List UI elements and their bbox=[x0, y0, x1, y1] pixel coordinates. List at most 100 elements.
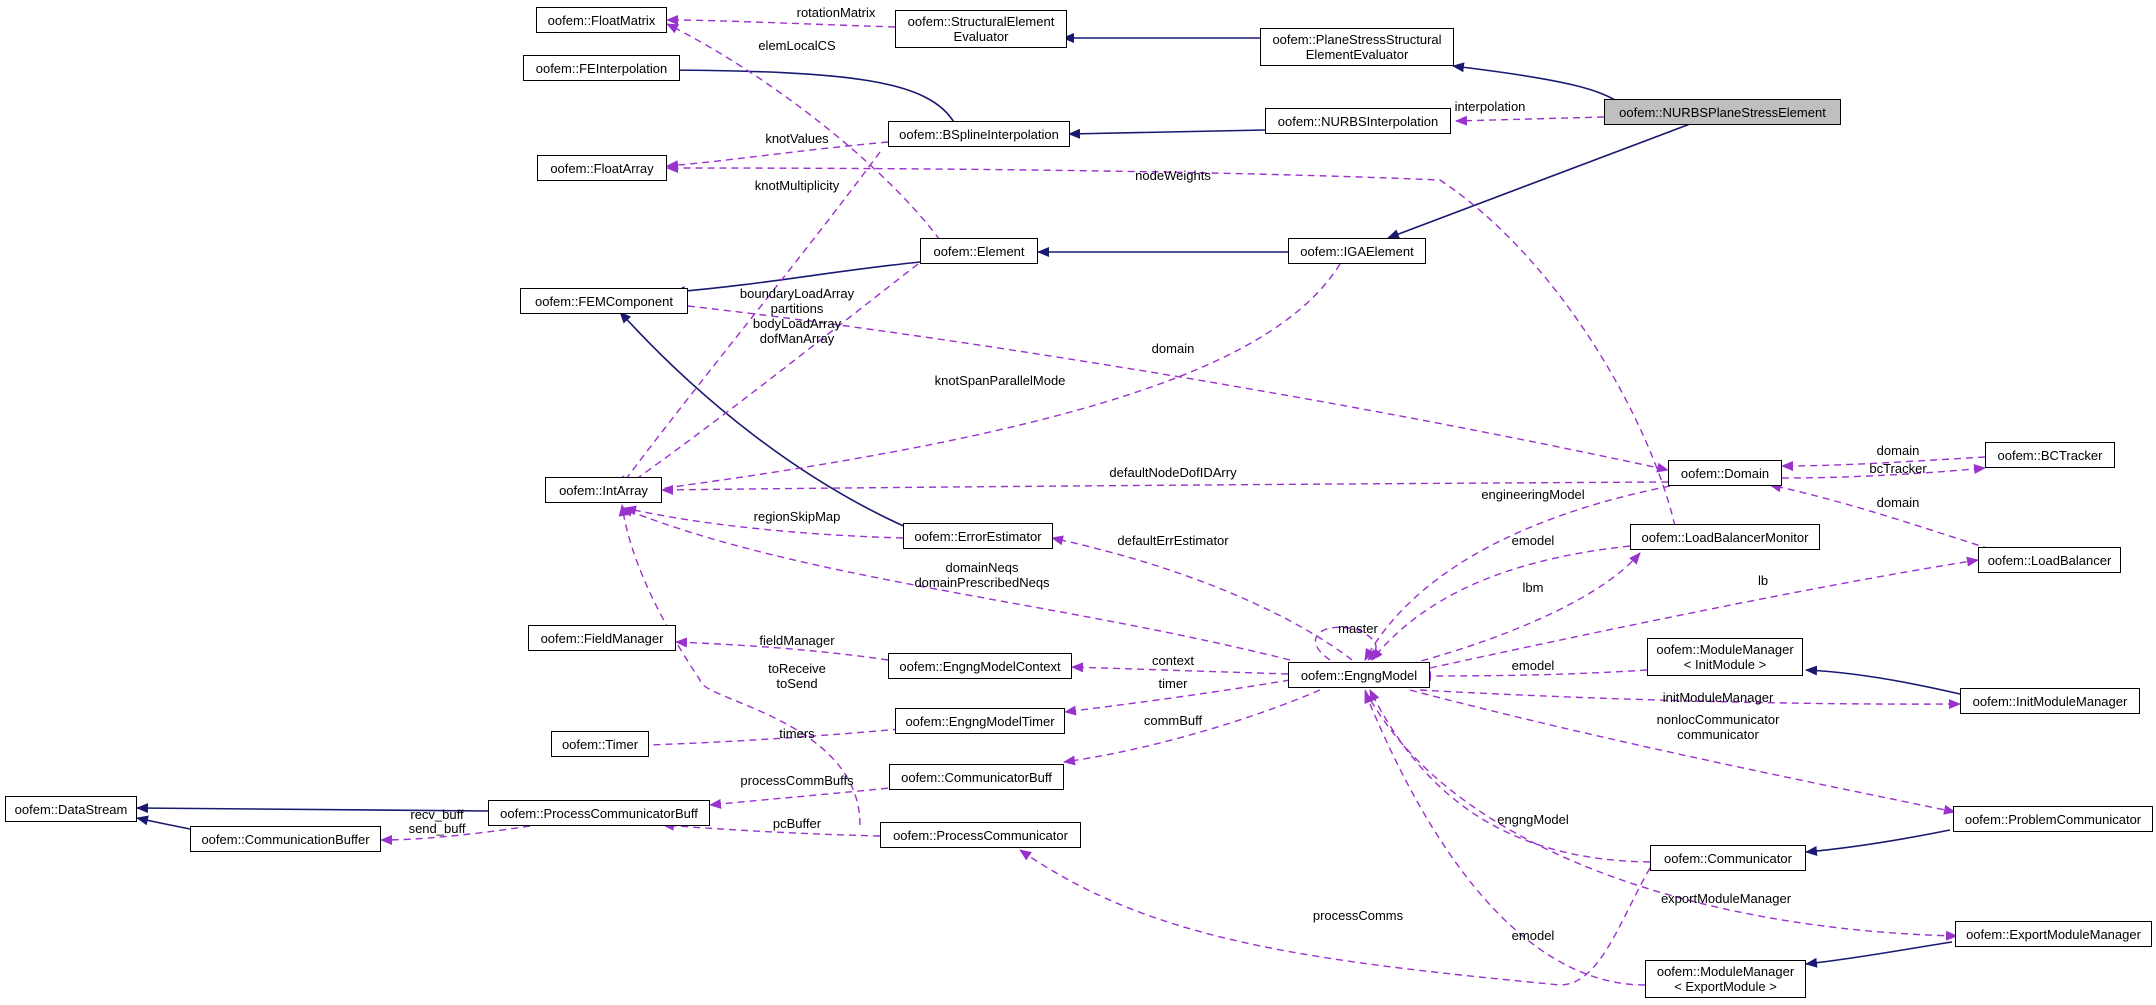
label-tosend: toSend bbox=[776, 676, 817, 691]
node-initmodulemanager[interactable]: oofem::InitModuleManager bbox=[1960, 688, 2140, 714]
label-timer: timer bbox=[1159, 676, 1189, 691]
node-modulemanager-initmodule[interactable]: oofem::ModuleManager< InitModule > bbox=[1647, 638, 1803, 676]
edge-use-dofmanarray bbox=[624, 263, 919, 488]
edge-inherit-communicator-problemcomm bbox=[1805, 829, 1951, 856]
node-nurbsplanestresselement[interactable]: oofem::NURBSPlaneStressElement bbox=[1604, 99, 1841, 125]
edge-use-domain-main bbox=[687, 305, 1669, 473]
node-element[interactable]: oofem::Element bbox=[920, 238, 1038, 264]
node-errorestimator[interactable]: oofem::ErrorEstimator bbox=[903, 523, 1053, 549]
node-loadbalancermonitor[interactable]: oofem::LoadBalancerMonitor bbox=[1630, 524, 1820, 550]
label-bodyloadarray: bodyLoadArray bbox=[753, 316, 842, 331]
edge-use-pcbuffer bbox=[662, 820, 881, 837]
edge-use-initmodulemanager bbox=[1419, 689, 1961, 710]
label-domain-bct: domain bbox=[1877, 443, 1920, 458]
label-fieldmanager: fieldManager bbox=[759, 633, 835, 648]
edge-inherit-femcomponent-errest bbox=[619, 311, 909, 529]
edge-inherit-planestress-nurbselem bbox=[1452, 62, 1621, 104]
label-processcomms: processComms bbox=[1313, 908, 1404, 923]
edge-use-lb bbox=[1429, 556, 1979, 669]
edge-use-domain-lb bbox=[1769, 482, 1991, 550]
label-processcommbuffs: processCommBuffs bbox=[740, 773, 854, 788]
node-bsplineinterpolation[interactable]: oofem::BSplineInterpolation bbox=[888, 121, 1070, 147]
edge-inherit-modmgrexport-exportmodmgr bbox=[1805, 941, 1953, 968]
edge-use-processcommbuffs bbox=[709, 786, 901, 809]
node-intarray[interactable]: oofem::IntArray bbox=[545, 477, 662, 503]
label-knotspan: knotSpanParallelMode bbox=[935, 373, 1066, 388]
edge-use-rotationmatrix bbox=[666, 15, 896, 28]
label-partitions: partitions bbox=[771, 301, 824, 316]
label-knotmultiplicity: knotMultiplicity bbox=[755, 178, 840, 193]
label-defaultnodedof: defaultNodeDofIDArry bbox=[1109, 465, 1237, 480]
label-engineeringmodel: engineeringModel bbox=[1481, 487, 1584, 502]
node-processcommunicatorbuff[interactable]: oofem::ProcessCommunicatorBuff bbox=[488, 800, 710, 826]
edge-use-nodeweights bbox=[666, 163, 1676, 527]
node-communicationbuffer[interactable]: oofem::CommunicationBuffer bbox=[190, 826, 381, 852]
edge-use-bctracker bbox=[1781, 464, 1986, 479]
node-communicator[interactable]: oofem::Communicator bbox=[1650, 845, 1806, 871]
node-problemcommunicator[interactable]: oofem::ProblemCommunicator bbox=[1953, 806, 2153, 832]
label-domain-main: domain bbox=[1152, 341, 1195, 356]
node-exportmodulemanager[interactable]: oofem::ExportModuleManager bbox=[1955, 921, 2152, 947]
node-engngmodelcontext[interactable]: oofem::EngngModelContext bbox=[888, 653, 1072, 679]
edge-inherit-datastream-pcbuff bbox=[136, 803, 489, 814]
edge-use-emodel-export bbox=[1364, 691, 1646, 986]
label-context: context bbox=[1152, 653, 1194, 668]
edge-use-commbuff bbox=[1063, 689, 1321, 766]
label-emodel-init: emodel bbox=[1512, 658, 1555, 673]
node-loadbalancer[interactable]: oofem::LoadBalancer bbox=[1978, 547, 2121, 573]
label-exportmodulemanager: exportModuleManager bbox=[1661, 891, 1792, 906]
edge-use-regionskipmap bbox=[624, 505, 904, 539]
label-timers: timers bbox=[779, 726, 815, 741]
edge-use-processcomms bbox=[1019, 849, 1651, 986]
node-modulemanager-exportmodule[interactable]: oofem::ModuleManager< ExportModule > bbox=[1645, 960, 1806, 998]
label-lb: lb bbox=[1758, 573, 1768, 588]
label-emodel-lbm: emodel bbox=[1512, 533, 1555, 548]
edge-use-lbm bbox=[1409, 552, 1641, 665]
node-engngmodel[interactable]: oofem::EngngModel bbox=[1288, 662, 1430, 688]
node-domain[interactable]: oofem::Domain bbox=[1668, 460, 1782, 486]
edge-use-interpolation bbox=[1455, 115, 1605, 126]
edge-use-domain-bct bbox=[1781, 456, 1986, 471]
label-nonloccommunicator: nonlocCommunicator bbox=[1657, 712, 1781, 727]
edge-inherit-femcomponent-element bbox=[673, 261, 921, 297]
label-pcbuffer: pcBuffer bbox=[773, 816, 822, 831]
edge-use-knotspan bbox=[649, 263, 1341, 494]
label-domainneqs: domainNeqs bbox=[946, 560, 1019, 575]
label-engngmodel: engngModel bbox=[1497, 812, 1569, 827]
label-emodel-export: emodel bbox=[1512, 928, 1555, 943]
node-feinterpolation[interactable]: oofem::FEInterpolation bbox=[523, 55, 680, 81]
edge-use-knotvalues bbox=[666, 141, 889, 171]
edge-inherit-igaelement-nurbselem bbox=[1387, 123, 1691, 239]
node-timer[interactable]: oofem::Timer bbox=[551, 731, 649, 757]
label-sendbuff: send_buff bbox=[409, 821, 466, 836]
node-floatmatrix[interactable]: oofem::FloatMatrix bbox=[536, 7, 667, 33]
label-recvbuff: recv_buff bbox=[410, 807, 464, 822]
edge-inherit-modmgrinit-initmodmgr bbox=[1805, 665, 1961, 695]
label-initmodulemanager: initModuleManager bbox=[1663, 690, 1774, 705]
edge-use-exportmodulemanager bbox=[1364, 689, 1958, 941]
edge-use-engineeringmodel bbox=[1364, 485, 1671, 661]
label-nodeweights: nodeWeights bbox=[1135, 168, 1211, 183]
label-bctracker: bcTracker bbox=[1869, 461, 1927, 476]
edge-use-domainneqs bbox=[621, 507, 1291, 661]
node-datastream[interactable]: oofem::DataStream bbox=[5, 796, 137, 822]
node-nurbsinterpolation[interactable]: oofem::NURBSInterpolation bbox=[1265, 108, 1451, 134]
label-toreceive: toReceive bbox=[768, 661, 826, 676]
label-domainprescribedneqs: domainPrescribedNeqs bbox=[914, 575, 1050, 590]
edge-inherit-bspline-nurbsinterp bbox=[1068, 128, 1266, 139]
node-engngmodeltimer[interactable]: oofem::EngngModelTimer bbox=[895, 708, 1065, 734]
node-fieldmanager[interactable]: oofem::FieldManager bbox=[528, 625, 676, 651]
node-floatarray[interactable]: oofem::FloatArray bbox=[537, 155, 667, 181]
node-femcomponent[interactable]: oofem::FEMComponent bbox=[520, 288, 688, 314]
node-communicatorbuff[interactable]: oofem::CommunicatorBuff bbox=[889, 764, 1064, 790]
label-elemlocalcs: elemLocalCS bbox=[758, 38, 836, 53]
node-bctracker[interactable]: oofem::BCTracker bbox=[1985, 442, 2115, 468]
node-processcommunicator[interactable]: oofem::ProcessCommunicator bbox=[880, 822, 1081, 848]
label-dofmanarray: dofManArray bbox=[760, 331, 835, 346]
edge-use-recvsend bbox=[380, 825, 531, 845]
label-defaulterrestimator: defaultErrEstimator bbox=[1117, 533, 1229, 548]
node-igaelement[interactable]: oofem::IGAElement bbox=[1288, 238, 1426, 264]
